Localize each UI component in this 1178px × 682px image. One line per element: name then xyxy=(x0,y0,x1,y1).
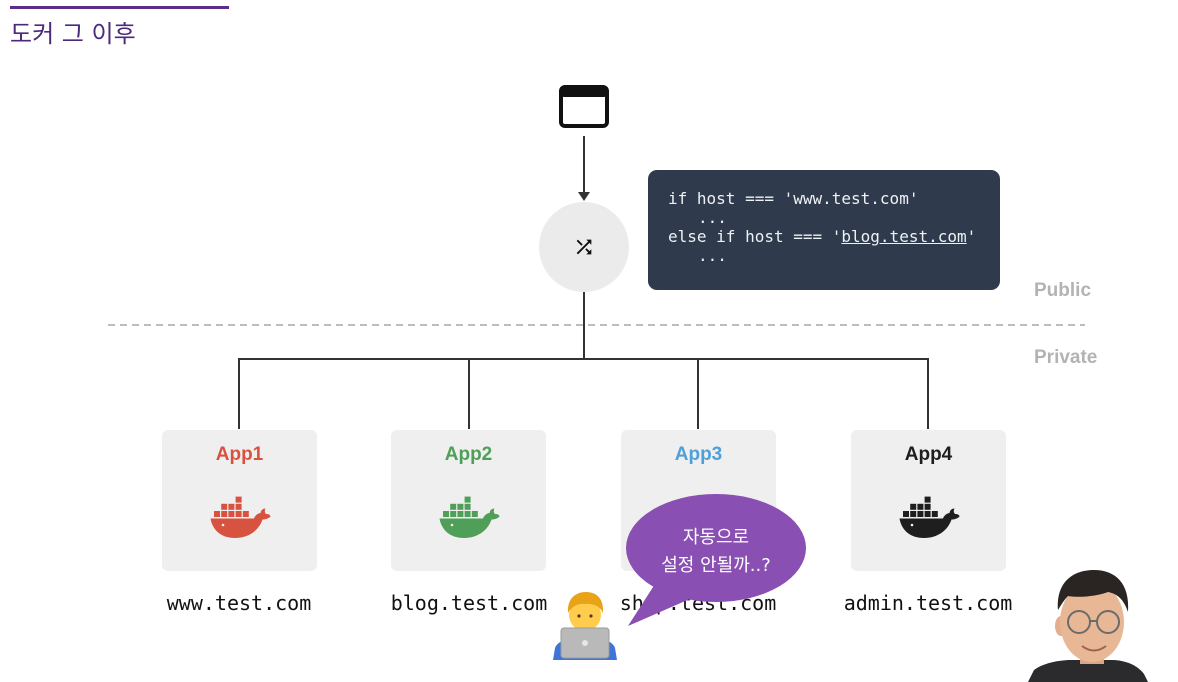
domain-label-app4: admin.test.com xyxy=(843,591,1013,615)
speech-bubble: 자동으로 설정 안될까..? xyxy=(620,490,812,630)
code-line-4: ... xyxy=(698,246,727,265)
reverse-proxy-node xyxy=(539,202,629,292)
code-line-3-prefix: else if host === ' xyxy=(668,227,842,246)
public-zone-label: Public xyxy=(1034,280,1092,301)
title-accent-line xyxy=(10,6,229,9)
presenter-webcam xyxy=(1028,562,1148,682)
domain-label-app2: blog.test.com xyxy=(390,591,548,615)
code-line-2: ... xyxy=(698,208,727,227)
browser-window-icon-graphic xyxy=(559,85,609,128)
speech-bubble-shape xyxy=(626,494,806,626)
technologist-emoji-icon xyxy=(553,588,617,660)
app-title: App1 xyxy=(215,444,264,465)
app-title: App2 xyxy=(444,444,493,465)
app-title: App4 xyxy=(904,444,953,465)
speech-bubble-text: 자동으로 설정 안될까..? xyxy=(626,524,806,580)
app-card-app2: App2 xyxy=(391,430,546,571)
domain-label-app1: www.test.com xyxy=(166,591,312,615)
code-line-3-host: blog.test.com xyxy=(841,227,967,246)
docker-whale-icon xyxy=(210,496,271,538)
app-card-app1: App1 xyxy=(162,430,317,571)
speech-bubble-line-2: 설정 안될까..? xyxy=(661,555,771,576)
code-line-1: if host === 'www.test.com' xyxy=(668,189,919,208)
private-zone-label: Private xyxy=(1034,347,1098,368)
slide-title: 도커 그 이후 xyxy=(10,20,136,48)
shuffle-icon xyxy=(576,239,592,255)
technologist-emoji-graphic xyxy=(553,592,617,660)
presenter-figure xyxy=(1028,570,1148,682)
docker-whale-icon xyxy=(439,496,500,538)
app-card-app4: App4 xyxy=(851,430,1006,571)
docker-whale-icon xyxy=(899,496,960,538)
docker-whale-shape xyxy=(899,496,960,538)
routing-code-block: if host === 'www.test.com' ... else if h… xyxy=(648,170,1000,290)
code-line-3: else if host === 'blog.test.com' xyxy=(668,227,1000,246)
docker-whale-shape xyxy=(210,496,271,538)
arrow-head xyxy=(578,192,590,201)
app-title: App3 xyxy=(674,444,723,465)
docker-whale-shape xyxy=(439,496,500,538)
code-line-3-suffix: ' xyxy=(966,227,977,246)
speech-bubble-line-1: 자동으로 xyxy=(682,527,750,548)
browser-window-icon xyxy=(559,85,609,128)
